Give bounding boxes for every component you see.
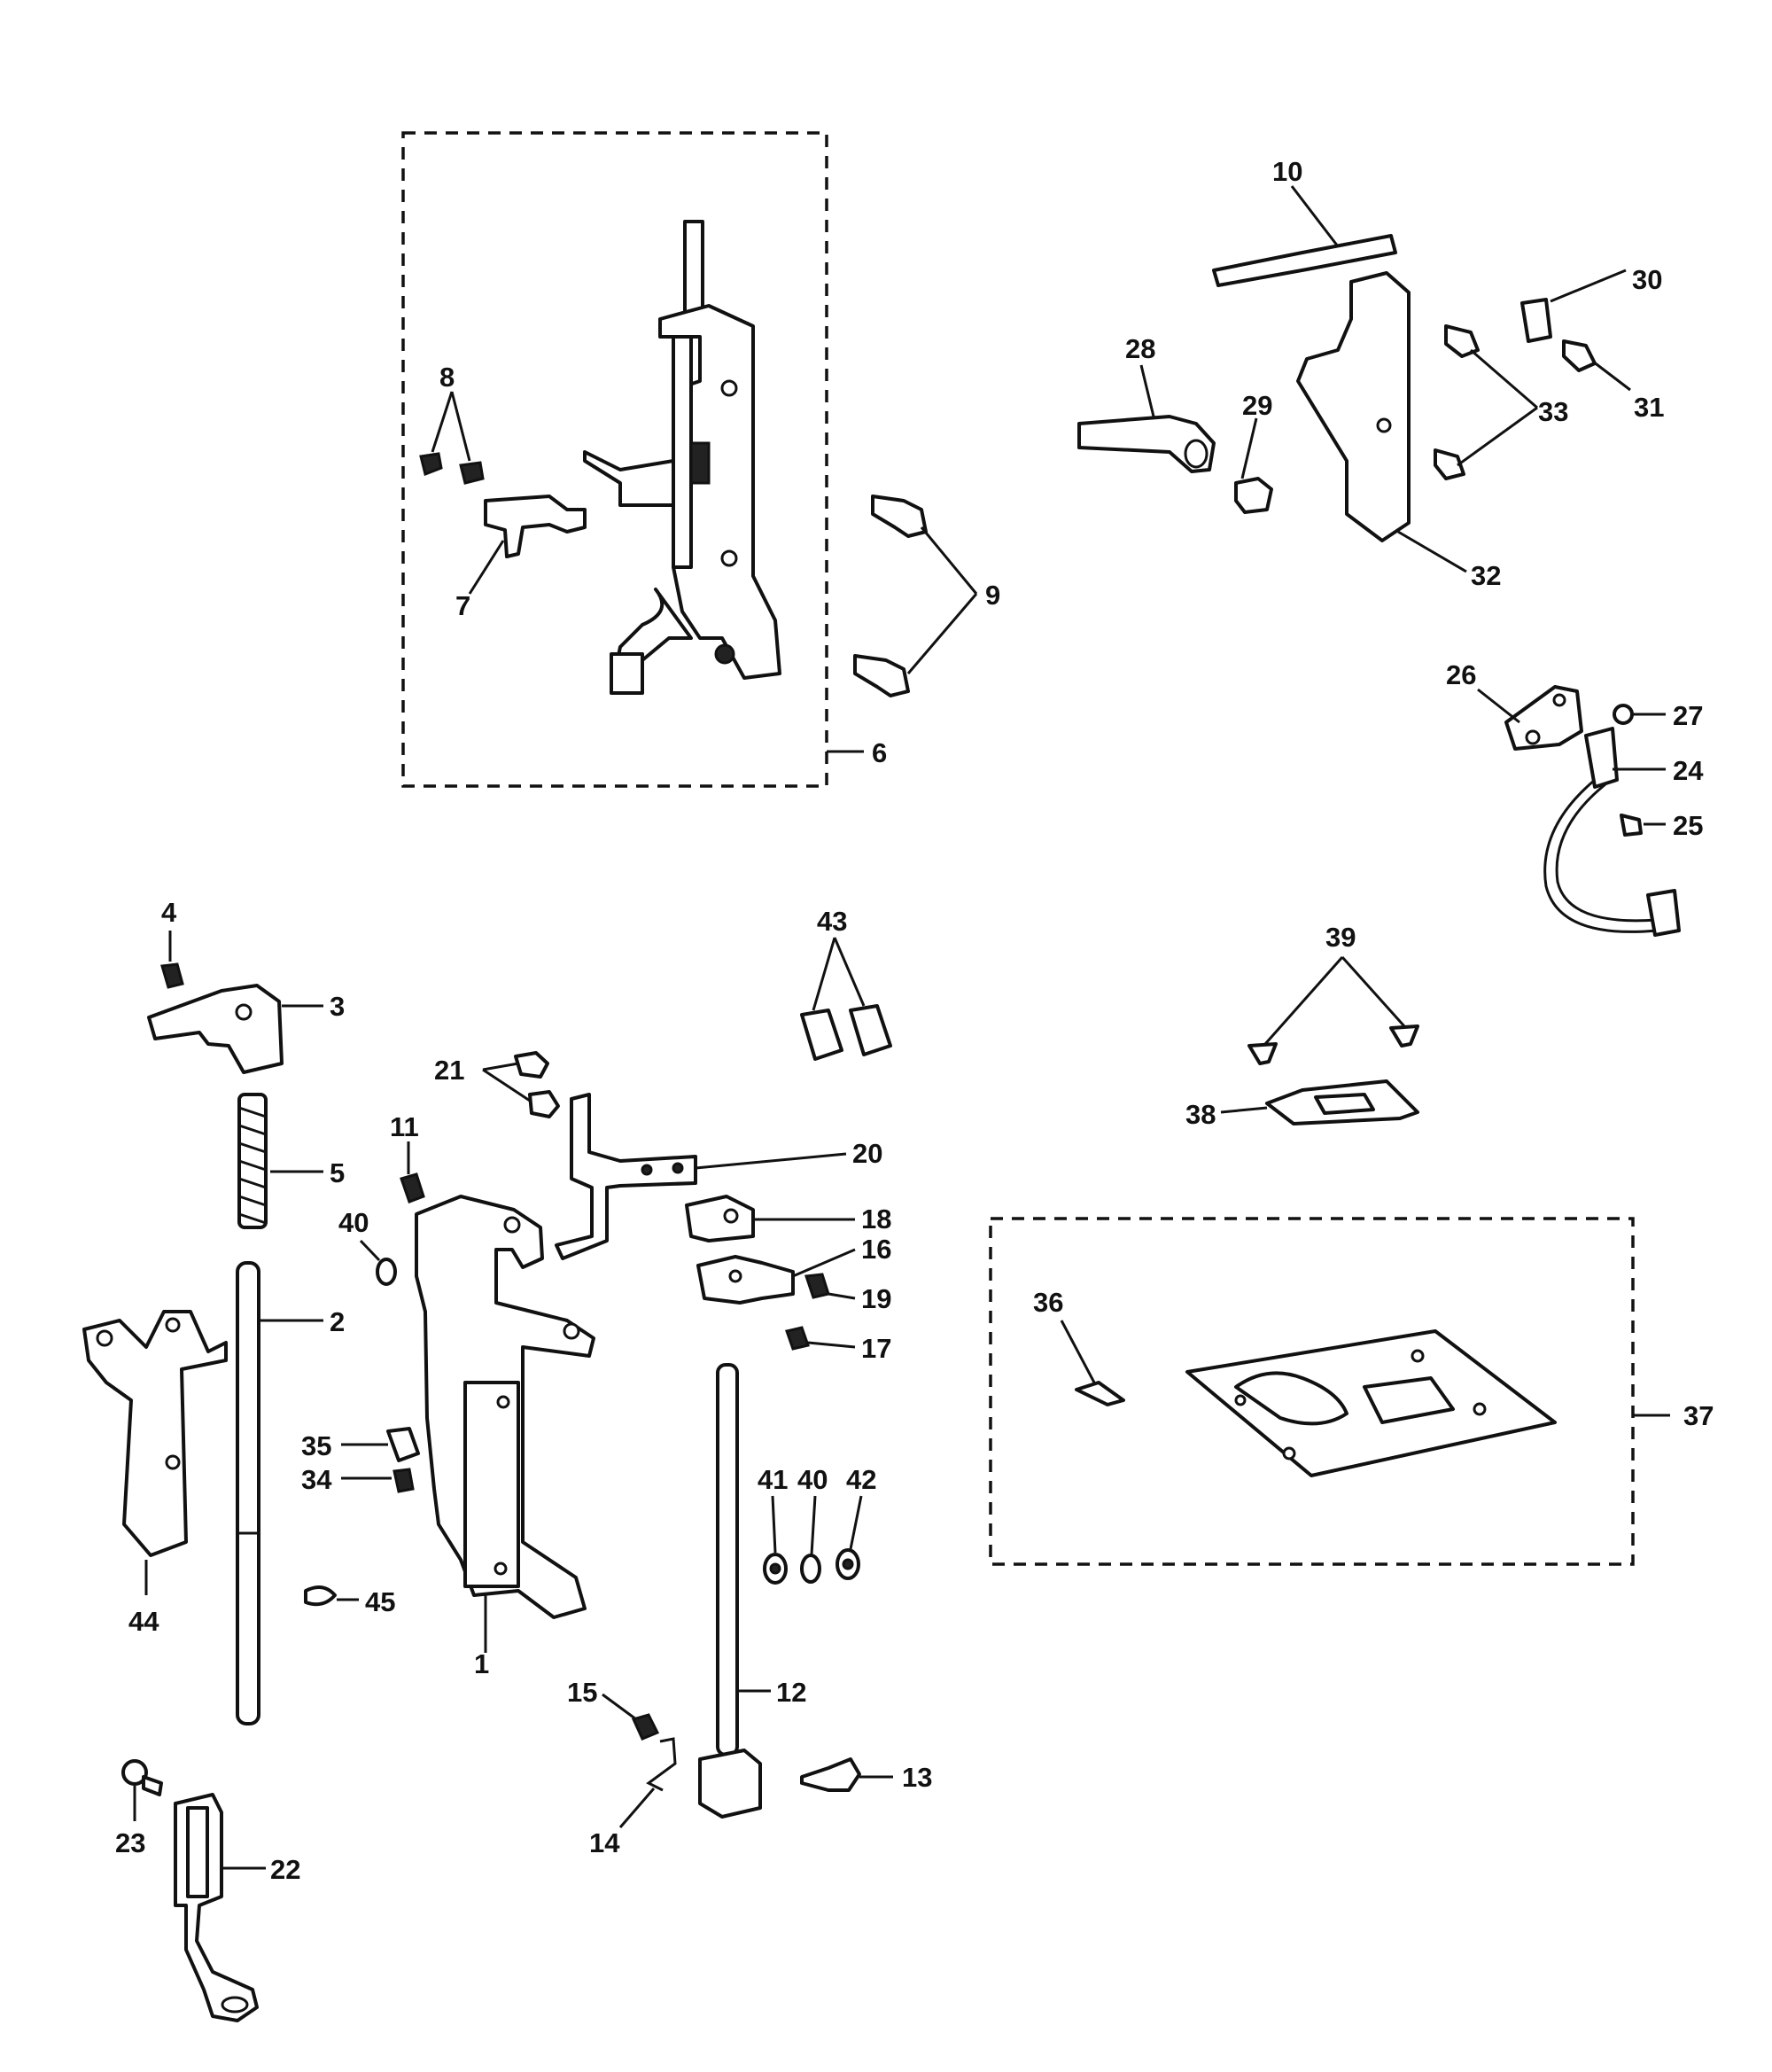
label-3: 3 <box>330 991 345 1022</box>
assembly-37-box <box>989 1217 1635 1566</box>
part-11: 11 <box>390 1111 425 1203</box>
label-9: 9 <box>985 580 1000 611</box>
part-41: 41 <box>758 1464 788 1585</box>
part-42: 42 <box>835 1464 876 1580</box>
part-27: 27 <box>1613 700 1703 731</box>
part-4: 4 <box>160 897 184 989</box>
part-34: 34 <box>301 1464 415 1495</box>
part-16: 16 <box>696 1234 891 1305</box>
part-8: 8 <box>419 362 485 485</box>
part-40-upper: 40 <box>338 1207 397 1286</box>
part-10: 10 <box>1212 156 1397 287</box>
label-41: 41 <box>758 1464 788 1495</box>
part-5: 5 <box>237 1093 345 1229</box>
part-45: 45 <box>304 1585 395 1617</box>
part-21: 21 <box>434 1051 560 1118</box>
part-17: 17 <box>785 1326 891 1364</box>
label-40b: 40 <box>797 1464 828 1495</box>
label-14: 14 <box>589 1827 620 1858</box>
label-43: 43 <box>817 906 847 937</box>
label-21: 21 <box>434 1055 464 1086</box>
label-19: 19 <box>861 1283 891 1314</box>
label-11: 11 <box>390 1111 419 1142</box>
part-20: 20 <box>555 1093 882 1260</box>
label-8: 8 <box>439 362 455 393</box>
part-35: 35 <box>301 1427 420 1462</box>
part-32: 32 <box>1296 271 1501 591</box>
label-25: 25 <box>1673 810 1703 841</box>
label-32: 32 <box>1471 560 1501 591</box>
part-14: 14 <box>589 1737 677 1858</box>
label-31: 31 <box>1634 392 1664 423</box>
assembly-6: 6 7 8 <box>401 131 887 788</box>
part-25: 25 <box>1620 810 1703 841</box>
label-37: 37 <box>1683 1400 1714 1431</box>
label-10: 10 <box>1272 156 1302 187</box>
part-18: 18 <box>685 1195 891 1242</box>
part-36: 36 <box>1033 1287 1125 1406</box>
part-7: 7 <box>455 495 587 621</box>
label-4: 4 <box>161 897 177 928</box>
part-3: 3 <box>147 984 345 1074</box>
part-24: 24 <box>1543 727 1704 937</box>
label-30: 30 <box>1632 264 1662 295</box>
label-24: 24 <box>1673 755 1704 786</box>
label-12: 12 <box>776 1677 806 1708</box>
part-9: 9 <box>853 495 1000 697</box>
part-19: 19 <box>804 1273 891 1314</box>
label-29: 29 <box>1242 390 1272 421</box>
label-6: 6 <box>872 737 887 768</box>
part-22: 22 <box>174 1793 300 2022</box>
part-43: 43 <box>800 906 892 1061</box>
label-33: 33 <box>1538 396 1568 427</box>
label-35: 35 <box>301 1430 331 1461</box>
label-23: 23 <box>115 1827 145 1858</box>
part-2: 2 <box>236 1261 345 1725</box>
part-38: 38 <box>1185 1079 1419 1130</box>
label-39: 39 <box>1325 922 1356 953</box>
label-15: 15 <box>567 1677 597 1708</box>
label-13: 13 <box>902 1762 932 1793</box>
label-38: 38 <box>1185 1099 1216 1130</box>
label-2: 2 <box>330 1306 345 1337</box>
part-31: 31 <box>1562 339 1664 423</box>
label-18: 18 <box>861 1203 891 1235</box>
label-26: 26 <box>1446 659 1476 690</box>
label-28: 28 <box>1125 333 1155 364</box>
label-7: 7 <box>455 590 470 621</box>
part-26: 26 <box>1446 659 1583 751</box>
part-29: 29 <box>1234 390 1273 514</box>
label-17: 17 <box>861 1333 891 1364</box>
label-1: 1 <box>474 1648 489 1679</box>
assembly-37: 37 36 <box>989 1217 1714 1566</box>
part-30: 30 <box>1520 264 1662 343</box>
part-28: 28 <box>1077 333 1216 473</box>
label-16: 16 <box>861 1234 891 1265</box>
label-44: 44 <box>128 1606 159 1637</box>
assembly-frame-part <box>583 220 781 695</box>
label-45: 45 <box>365 1586 395 1617</box>
part-39: 39 <box>1247 922 1419 1065</box>
part-44: 44 <box>82 1310 228 1637</box>
part-12: 12 <box>698 1363 806 1819</box>
label-20: 20 <box>852 1138 882 1169</box>
label-42: 42 <box>846 1464 876 1495</box>
part-15: 15 <box>567 1677 660 1741</box>
label-36: 36 <box>1033 1287 1063 1318</box>
part-33: 33 <box>1434 324 1568 480</box>
assembly-6-box <box>401 131 828 788</box>
label-22: 22 <box>270 1854 300 1885</box>
part-40-lower: 40 <box>797 1464 828 1584</box>
label-5: 5 <box>330 1157 345 1188</box>
label-27: 27 <box>1673 700 1703 731</box>
label-40a: 40 <box>338 1207 369 1238</box>
part-1: 1 <box>415 1195 595 1679</box>
needle-plate <box>1185 1329 1557 1477</box>
label-34: 34 <box>301 1464 332 1495</box>
part-13: 13 <box>800 1757 932 1793</box>
part-23: 23 <box>115 1759 163 1858</box>
